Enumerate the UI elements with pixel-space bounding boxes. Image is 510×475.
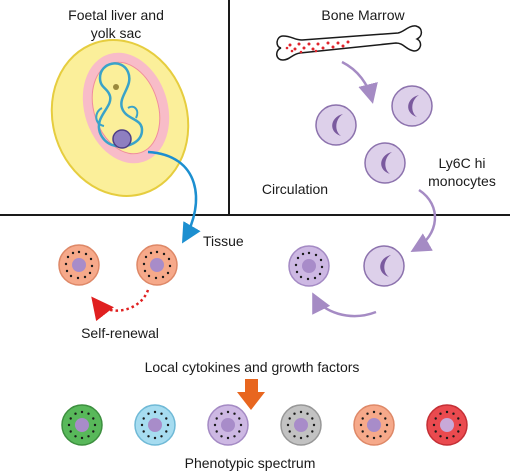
- cytokines-label: Local cytokines and growth factors: [145, 359, 360, 375]
- spectrum-cell-green: [61, 404, 103, 446]
- phenotypic-spectrum-cells: [61, 404, 468, 446]
- spectrum-cell-red: [426, 404, 468, 446]
- spectrum-cell-grey: [280, 404, 322, 446]
- circulating-monocyte: [315, 104, 357, 146]
- resident-macrophage: [58, 244, 100, 286]
- circulating-monocyte: [364, 142, 406, 184]
- marrow-to-blood-arrow: [341, 60, 378, 104]
- monocytes-label-line2: monocytes: [428, 173, 496, 189]
- circulation-label: Circulation: [262, 181, 328, 197]
- differentiation-arrow: [312, 292, 377, 318]
- monocytes-label-line1: Ly6C hi: [439, 155, 486, 171]
- foetal-to-tissue-arrow: [147, 150, 201, 244]
- bone-illustration: [276, 25, 423, 61]
- blood-to-tissue-arrow: [410, 188, 437, 253]
- origin-label-line1: Foetal liver and: [68, 7, 164, 23]
- tissue-label: Tissue: [203, 233, 244, 249]
- self-renewal-arrow: [91, 289, 150, 322]
- circulating-monocyte: [391, 85, 433, 127]
- tissue-monocyte: [363, 245, 405, 287]
- spectrum-cell-cyan: [134, 404, 176, 446]
- origin-label-line2: yolk sac: [91, 25, 142, 41]
- resident-macrophage: [136, 244, 178, 286]
- bone-marrow-label: Bone Marrow: [321, 7, 405, 23]
- spectrum-cell-lilac: [207, 404, 249, 446]
- self-renewal-label: Self-renewal: [81, 325, 159, 341]
- spectrum-cell-salmon: [353, 404, 395, 446]
- monocyte-derived-macrophage: [288, 245, 330, 287]
- embryo-illustration: [50, 39, 190, 197]
- orange-down-arrow: [237, 379, 265, 410]
- phenotypic-spectrum-label: Phenotypic spectrum: [185, 455, 316, 471]
